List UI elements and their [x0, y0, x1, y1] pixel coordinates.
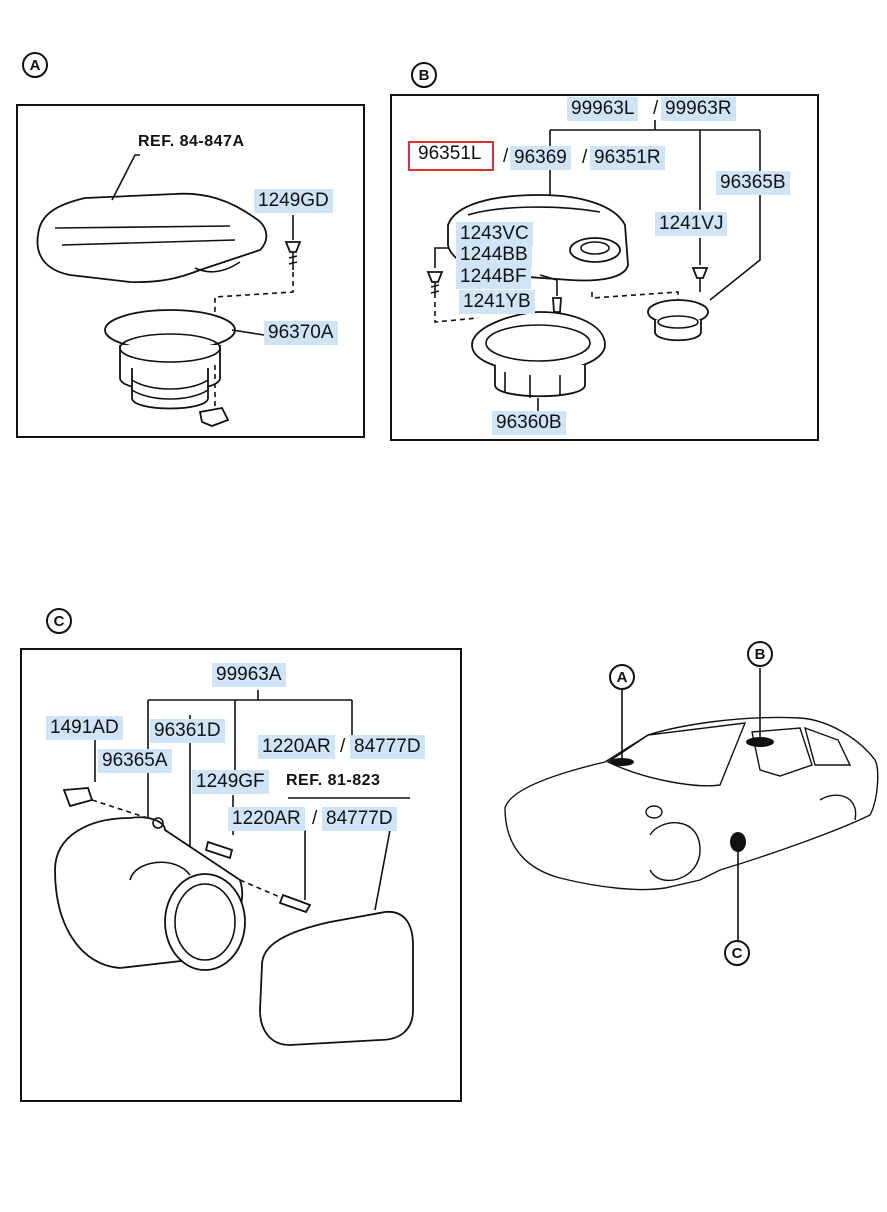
section-a-artwork	[36, 154, 302, 427]
part-1249GF[interactable]: 1249GF	[192, 770, 269, 794]
part-1220AR-top[interactable]: 1220AR	[258, 735, 335, 759]
part-1220AR-mid[interactable]: 1220AR	[228, 807, 305, 831]
part-96369[interactable]: 96369	[510, 146, 571, 170]
part-1491AD[interactable]: 1491AD	[46, 716, 123, 740]
car-callout-b: B	[747, 641, 773, 667]
part-1241YB[interactable]: 1241YB	[459, 290, 535, 314]
car-illustration	[504, 668, 879, 940]
part-96361D[interactable]: 96361D	[150, 719, 225, 743]
part-1243VC[interactable]: 1243VC	[456, 222, 533, 246]
car-callout-c: C	[724, 940, 750, 966]
part-1244BB[interactable]: 1244BB	[456, 243, 532, 267]
section-b-frame	[390, 94, 819, 441]
part-96351L-selected[interactable]: 96351L	[408, 141, 494, 171]
part-96365B[interactable]: 96365B	[716, 171, 790, 195]
section-a-badge: A	[22, 52, 48, 78]
section-a-frame	[16, 104, 365, 438]
part-96360B[interactable]: 96360B	[492, 411, 566, 435]
separator: /	[582, 147, 588, 168]
part-96365A[interactable]: 96365A	[98, 749, 172, 773]
part-84777D-mid[interactable]: 84777D	[322, 807, 397, 831]
part-99963L[interactable]: 99963L	[567, 97, 639, 121]
car-callout-a: A	[609, 664, 635, 690]
part-99963R[interactable]: 99963R	[661, 97, 736, 121]
separator: /	[503, 146, 509, 167]
separator: /	[312, 808, 318, 829]
part-1244BF[interactable]: 1244BF	[456, 265, 531, 289]
separator: /	[653, 98, 659, 119]
part-84777D-top[interactable]: 84777D	[350, 735, 425, 759]
part-1241VJ[interactable]: 1241VJ	[655, 212, 728, 236]
part-96351R[interactable]: 96351R	[590, 146, 665, 170]
section-c-badge: C	[46, 608, 72, 634]
part-99963A[interactable]: 99963A	[212, 663, 286, 687]
separator: /	[340, 736, 346, 757]
section-c-artwork	[54, 690, 414, 1046]
part-96370A[interactable]: 96370A	[264, 321, 338, 345]
part-1249GD[interactable]: 1249GD	[254, 189, 333, 213]
section-c-frame	[20, 648, 462, 1102]
section-b-badge: B	[411, 62, 437, 88]
section-c-ref: REF. 81-823	[286, 772, 381, 789]
section-a-ref: REF. 84-847A	[138, 133, 245, 150]
